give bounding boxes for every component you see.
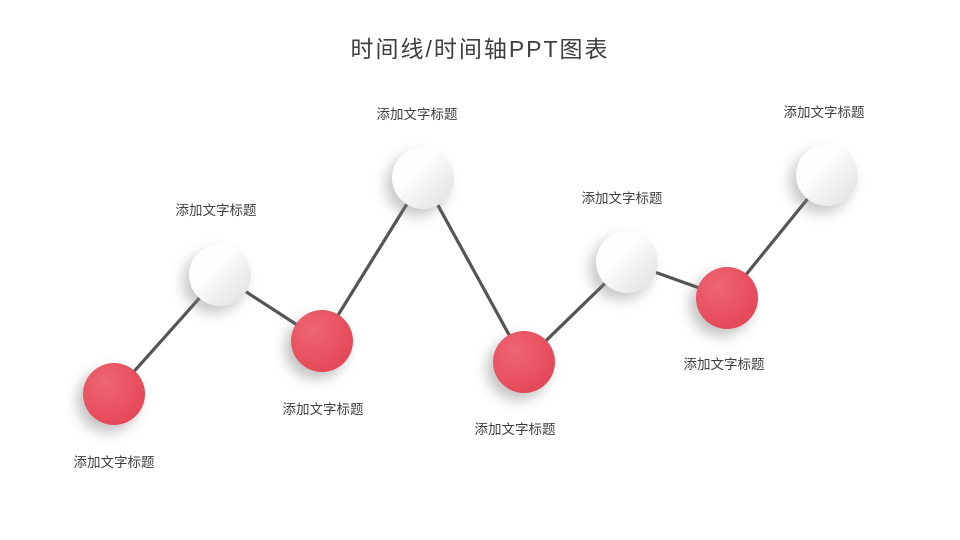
connector-line [335,201,410,318]
connector-line [652,270,702,290]
timeline-node-3[interactable] [291,310,353,372]
timeline-node-label-8: 添加文字标题 [783,105,865,120]
connector-line [543,280,608,344]
page-title: 时间线/时间轴PPT图表 [350,36,610,62]
timeline-node-label-1: 添加文字标题 [73,455,155,470]
timeline-node-7[interactable] [696,267,758,329]
timeline-node-6[interactable] [596,231,658,293]
timeline-node-label-3: 添加文字标题 [282,402,364,417]
timeline-node-1[interactable] [83,363,145,425]
timeline-node-4[interactable] [392,147,454,209]
connector-line [242,289,300,327]
timeline-node-2[interactable] [189,244,251,306]
timeline-node-5[interactable] [493,331,555,393]
connector-line [743,195,811,278]
timeline-node-label-2: 添加文字标题 [175,203,257,218]
timeline-node-label-4: 添加文字标题 [376,107,458,122]
connector-line [435,201,512,339]
timeline-node-label-6: 添加文字标题 [581,191,663,206]
timeline-node-label-7: 添加文字标题 [683,357,765,372]
connector-line [131,295,203,374]
timeline-node-label-5: 添加文字标题 [474,422,556,437]
timeline-node-8[interactable] [796,144,858,206]
